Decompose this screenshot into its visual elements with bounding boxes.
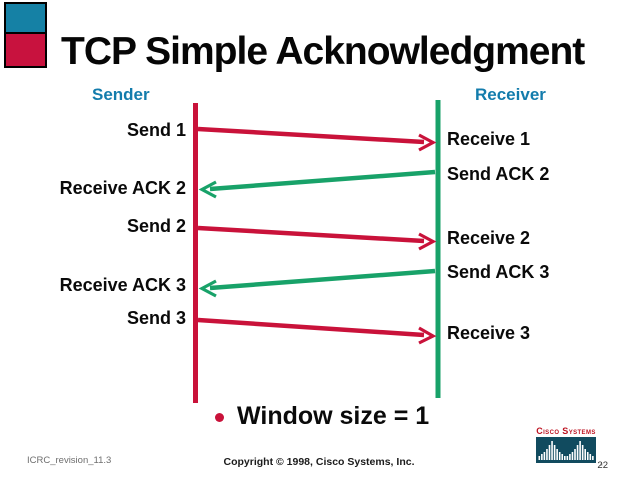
event-label-receive-1: Receive 1 xyxy=(447,129,531,149)
event-label-send-ack-3: Send ACK 3 xyxy=(447,262,550,282)
sender-column-title: Sender xyxy=(92,85,150,104)
cisco-systems-logo: Cisco Systems ® xyxy=(533,426,603,468)
event-label-send-ack-2: Send ACK 2 xyxy=(447,164,550,184)
event-label-send-2: Send 2 xyxy=(126,216,186,236)
ack-2-arrowhead-icon xyxy=(198,180,217,199)
receiver-column-title: Receiver xyxy=(475,85,546,104)
send-3-arrow xyxy=(197,317,425,338)
corner-square-red xyxy=(4,32,47,68)
cisco-bridge-icon xyxy=(536,437,596,463)
cisco-logo-wordmark: Cisco Systems xyxy=(536,426,596,436)
page-title: TCP Simple Acknowledgment xyxy=(61,30,585,73)
footer-copyright: Copyright © 1998, Cisco Systems, Inc. xyxy=(223,456,415,468)
event-label-receive-3: Receive 3 xyxy=(447,323,531,343)
ack-3-arrowhead-icon xyxy=(198,279,217,298)
event-label-send-1: Send 1 xyxy=(126,120,186,140)
footer-revision-label: ICRC_revision_11.3 xyxy=(27,455,112,466)
send-2-arrow xyxy=(197,225,425,244)
corner-square-teal xyxy=(4,2,47,34)
event-label-receive-ack-2: Receive ACK 2 xyxy=(59,178,186,198)
registered-trademark-icon: ® xyxy=(600,462,603,467)
ack-3-arrow xyxy=(209,268,436,291)
send-1-arrow xyxy=(197,126,425,145)
event-label-receive-ack-3: Receive ACK 3 xyxy=(59,275,186,295)
cisco-bridge-logo: ® xyxy=(533,437,603,468)
event-label-receive-2: Receive 2 xyxy=(447,228,531,248)
bullet-window-size: Window size = 1 xyxy=(237,402,430,430)
send-1-arrowhead-icon xyxy=(418,133,437,152)
event-label-send-3: Send 3 xyxy=(126,308,186,328)
page-number: 22 xyxy=(597,460,608,471)
bullet-dot-icon xyxy=(215,413,224,422)
send-2-arrowhead-icon xyxy=(418,232,437,251)
ack-2-arrow xyxy=(209,169,436,192)
send-3-arrowhead-icon xyxy=(418,326,437,345)
